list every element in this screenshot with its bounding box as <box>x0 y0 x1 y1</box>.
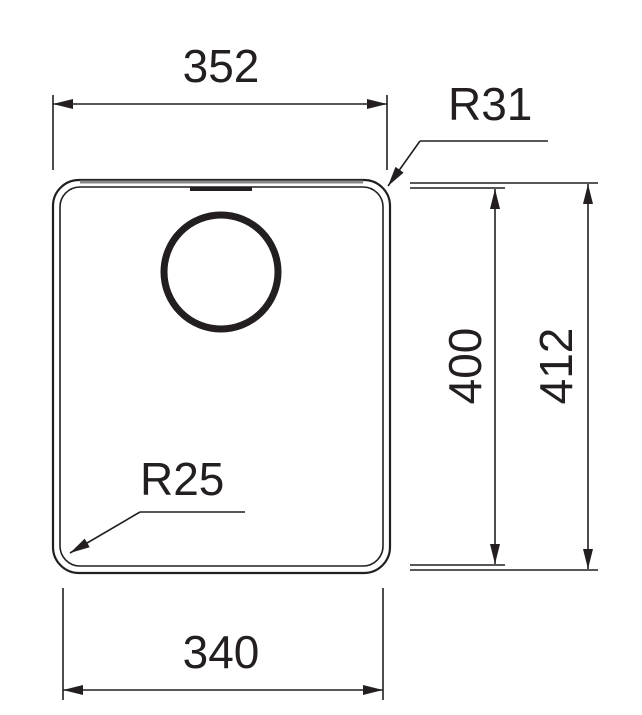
inner-height-label: 400 <box>439 328 491 405</box>
r31-arrow <box>387 140 421 187</box>
bottom-width-label: 340 <box>183 626 260 678</box>
sink-outline <box>51 178 392 575</box>
dimension-top <box>52 95 388 170</box>
top-width-label: 352 <box>183 40 260 92</box>
dimension-right <box>410 182 598 571</box>
outer-height-label: 412 <box>530 328 582 405</box>
inner-radius-label: R25 <box>140 453 224 505</box>
r25-arrow <box>69 511 141 554</box>
drain-hole <box>160 211 282 333</box>
dimension-bottom <box>62 588 384 700</box>
outer-radius-label: R31 <box>448 78 532 130</box>
overflow-slot <box>190 187 252 191</box>
